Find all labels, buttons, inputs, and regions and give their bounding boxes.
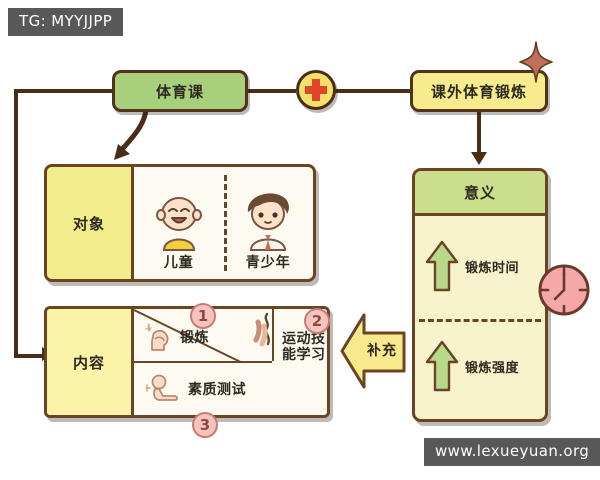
node-extracurricular-exercise[interactable]: 课外体育锻炼 — [410, 70, 548, 112]
content-item-skill-label: 运动技能学习 — [282, 331, 326, 364]
supplement-arrow-label: 补充 — [367, 343, 397, 359]
node-pe-class-label: 体育课 — [155, 82, 204, 101]
supplement-arrow: 补充 — [340, 313, 406, 389]
person-child: 儿童 — [134, 167, 224, 279]
tg-watermark-badge: TG: MYYJJPP — [8, 8, 124, 36]
content-panel: 内容 锻炼 运动技能学习 — [44, 306, 330, 418]
content-marker-1: 1 — [190, 303, 216, 329]
meaning-row-intensity-label: 锻炼强度 — [465, 360, 520, 376]
running-legs-icon — [253, 312, 270, 347]
target-panel-divider — [223, 175, 227, 271]
content-item-fitness: 素质测试 — [144, 369, 294, 409]
site-watermark-badge: www.lexueyuan.org — [424, 438, 600, 466]
meaning-panel-divider — [419, 319, 541, 322]
up-arrow-icon — [425, 240, 459, 292]
node-extracurricular-label: 课外体育锻炼 — [430, 82, 527, 101]
content-item-skill: 运动技能学习 — [278, 313, 327, 401]
target-panel-people: 儿童 青少年 — [134, 167, 313, 279]
meaning-panel: 意义 锻炼时间 锻炼强度 — [412, 168, 548, 422]
up-arrow-icon — [425, 340, 459, 392]
connector-left-vertical — [14, 89, 18, 356]
content-horizontal-divider — [134, 361, 272, 363]
meaning-row-intensity: 锻炼强度 — [415, 316, 545, 416]
curved-arrow-pe-to-target — [114, 107, 149, 160]
content-marker-3: 3 — [192, 412, 218, 438]
plus-icon — [296, 70, 336, 110]
connector-left-to-content — [14, 354, 44, 358]
plus-icon-vertical-bar — [312, 79, 320, 101]
teenager-avatar-icon — [248, 193, 290, 251]
target-panel: 对象 儿童 — [44, 164, 316, 282]
content-item-exercise: 锻炼 — [142, 319, 272, 355]
meaning-panel-title: 意义 — [415, 171, 545, 216]
content-panel-label: 内容 — [47, 309, 134, 415]
person-child-caption: 儿童 — [163, 255, 194, 271]
sparkle-icon — [519, 41, 553, 83]
connector-plus-to-extracurricular — [330, 89, 412, 93]
node-pe-class[interactable]: 体育课 — [112, 70, 248, 112]
content-item-fitness-label: 素质测试 — [188, 382, 246, 398]
person-teenager-caption: 青少年 — [245, 255, 291, 271]
connector-pe-to-plus — [246, 89, 296, 93]
arrowhead-to-meaning — [471, 152, 487, 165]
content-item-exercise-label: 锻炼 — [180, 330, 209, 346]
meaning-row-time: 锻炼时间 — [415, 216, 545, 316]
content-vertical-divider — [272, 309, 274, 361]
clock-icon — [538, 264, 590, 316]
meaning-row-time-label: 锻炼时间 — [465, 260, 520, 276]
sit-and-reach-icon — [145, 374, 179, 401]
child-avatar-icon — [155, 197, 202, 251]
target-panel-label: 对象 — [47, 167, 134, 279]
supplement-arrow-shape — [340, 313, 406, 389]
person-teenager: 青少年 — [224, 167, 314, 279]
content-marker-2: 2 — [304, 308, 330, 334]
flexed-bicep-icon — [145, 323, 169, 351]
connector-extracurricular-to-meaning — [477, 110, 481, 158]
content-panel-grid: 锻炼 运动技能学习 素质测试 — [133, 309, 327, 415]
connector-pe-to-left — [14, 89, 114, 93]
